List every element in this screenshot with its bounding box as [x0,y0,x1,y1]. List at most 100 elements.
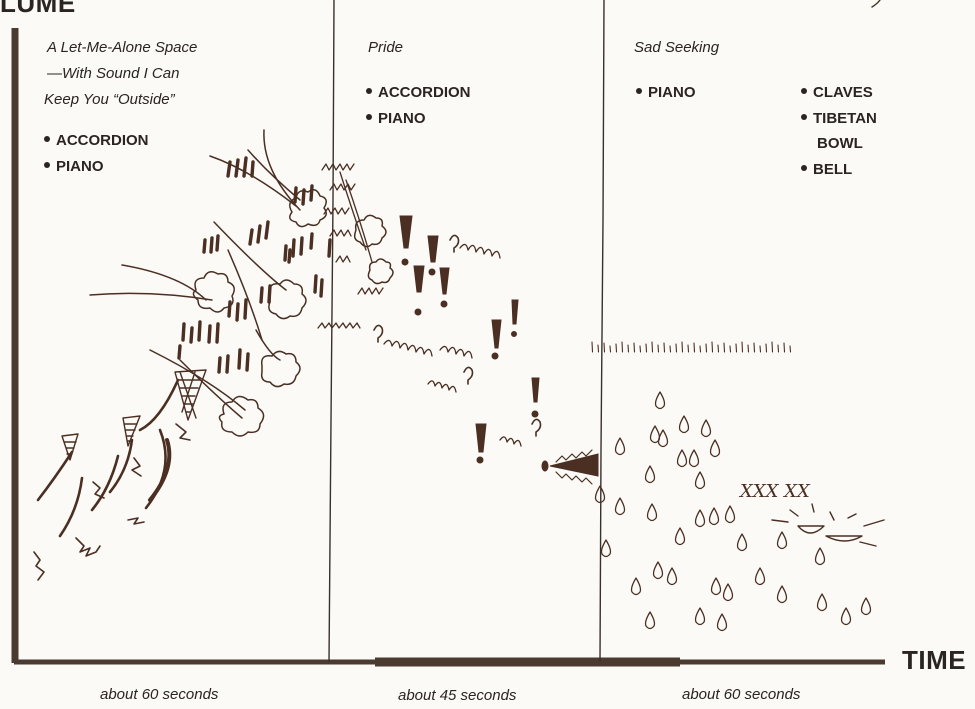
instrument-item: CLAVES [801,80,877,106]
instrument-item: BELL [801,157,877,183]
cloud [353,214,387,248]
section1-instruments: ACCORDION PIANO [44,128,149,179]
exclamation [399,215,413,249]
bullet-icon [44,136,50,143]
droplet-icon [600,539,612,558]
tick-mark [783,342,786,353]
tick-mark [669,345,672,353]
instrument-label: PIANO [648,84,696,101]
tick-mark [741,341,744,353]
section2-drawing [317,163,599,485]
droplet-icon [724,505,736,524]
y-axis-label: LUME [0,0,76,18]
tick-mark [663,342,666,353]
droplet-icon [716,613,728,632]
tick-mark [723,342,726,353]
exclamation [413,265,425,293]
tick-mark [675,343,678,353]
instrument-label: ACCORDION [378,84,471,101]
divider-2 [599,0,605,663]
tick-mark [651,341,654,353]
tick-mark [717,344,720,353]
section2-duration: about 45 seconds [398,687,517,704]
clouds [192,189,394,437]
tick-mark [609,345,612,353]
tick-mark [777,344,780,353]
droplet-icon [710,577,722,596]
instrument-label: BELL [813,160,853,178]
bullet-icon [366,88,372,95]
tick-mark [627,344,630,353]
droplet-icon [816,593,828,612]
droplet-icon [840,607,852,626]
section3-drawing: XXX XX [591,341,885,632]
droplet-icon [644,611,656,630]
section2-instruments: ACCORDION PIANO [366,80,471,131]
tick-mark [729,345,732,353]
tick-mark [699,345,702,353]
section1-drawing [33,129,394,581]
droplet-icon [674,527,686,546]
instrument-item: PIANO [366,106,471,132]
droplet-icon [657,429,669,448]
instrument-label: CLAVES [813,84,873,101]
exclamation [439,267,450,295]
section1-duration: about 60 seconds [100,686,219,703]
droplet-icon [722,583,734,602]
bullet-icon [44,161,50,168]
section3-instruments: PIANO [636,80,696,106]
tick-mark [645,343,648,353]
droplets [594,391,872,632]
instrument-item: PIANO [636,80,696,106]
bullet-icon [366,113,372,120]
tick-mark [789,345,792,353]
section2-title: Pride [368,35,403,61]
tick-mark [711,341,714,353]
cloud [192,271,235,313]
droplet-icon [614,437,626,456]
megaphone [541,449,599,485]
bullet-icon [801,88,807,95]
section3-instruments-extra: CLAVES TIBETAN BOWL BELL [801,80,877,182]
droplet-icon [676,449,688,468]
tick-bars [177,156,332,374]
section-dividers [328,0,605,663]
droplet-icon [860,597,872,616]
divider-1 [328,0,335,663]
instrument-label: TIBETAN [813,109,877,127]
tick-mark [687,344,690,353]
section2-title-line: Pride [368,39,404,56]
tick-mark [693,342,696,353]
tick-mark [621,341,624,353]
droplet-icon [708,507,720,526]
droplet-icon [688,449,700,468]
exclamation [511,299,519,325]
droplet-icon [652,561,664,580]
section1-title: A Let-Me-Alone Space —With Sound I Can K… [44,35,197,113]
section1-title-line: Keep You “Outside” [44,91,175,108]
instrument-label: PIANO [56,157,104,175]
bullet-icon [801,164,807,171]
section3-title: Sad Seeking [634,35,719,61]
exclamations [399,215,540,464]
exclamation [427,235,439,263]
droplet-icon [776,585,788,604]
droplet-icon [694,471,706,490]
tick-mark [591,341,594,353]
cloud [289,189,327,228]
squiggles [33,423,191,581]
instrument-item: ACCORDION [366,80,471,106]
tick-mark [735,343,738,353]
instrument-item: PIANO [44,154,149,180]
section1-title-line: A Let-Me-Alone Space [47,39,198,56]
x-axis-label: TIME [902,645,967,675]
droplet-icon [646,503,658,522]
tick-mark [705,343,708,353]
droplet-icon [644,465,656,484]
tick-mark [771,341,774,353]
tick-mark [747,344,750,353]
droplet-icon [614,497,626,516]
tick-mark [765,343,768,353]
droplet-icon [630,577,642,596]
curved-strokes [36,378,180,538]
